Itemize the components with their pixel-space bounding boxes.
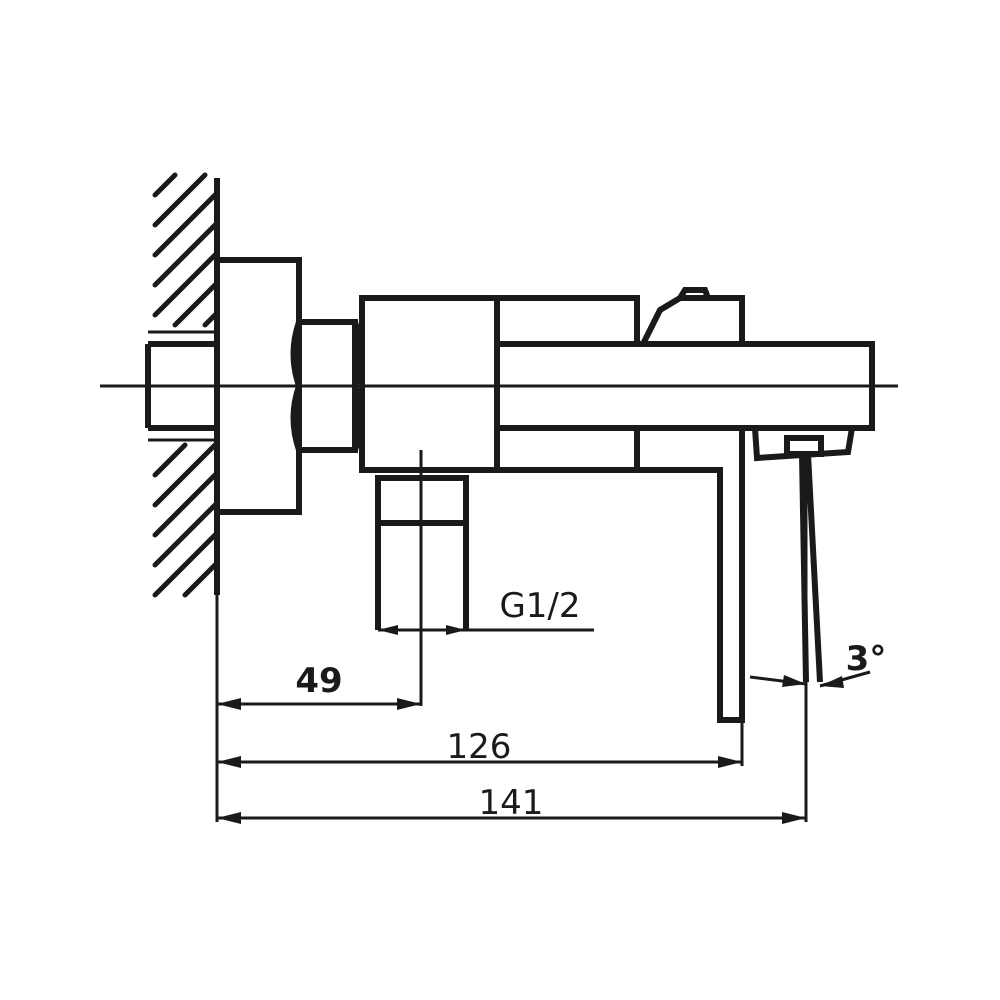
mixer-body: [359, 295, 500, 473]
thread-size-label: G1/2: [499, 586, 580, 626]
wall-pipe: [145, 330, 217, 442]
dimension-141-label: 141: [479, 783, 544, 823]
angle-label: 3°: [846, 639, 887, 679]
dimension-49-label: 49: [295, 661, 342, 701]
dimension-126-label: 126: [447, 727, 512, 767]
spout: [494, 341, 875, 431]
wall-hatching: [152, 172, 218, 598]
thread-dimension: G1/2: [378, 586, 594, 635]
aerator: [752, 427, 855, 462]
dimension-141: 141: [217, 783, 806, 824]
cartridge-housing: [497, 295, 640, 344]
angle-dimension: 3°: [749, 639, 887, 688]
lever-top: [640, 287, 745, 346]
dimension-49: 49: [217, 661, 421, 710]
hex-nut: [290, 319, 364, 453]
dimension-126: 126: [217, 727, 742, 768]
inlet-connection: [375, 450, 469, 706]
